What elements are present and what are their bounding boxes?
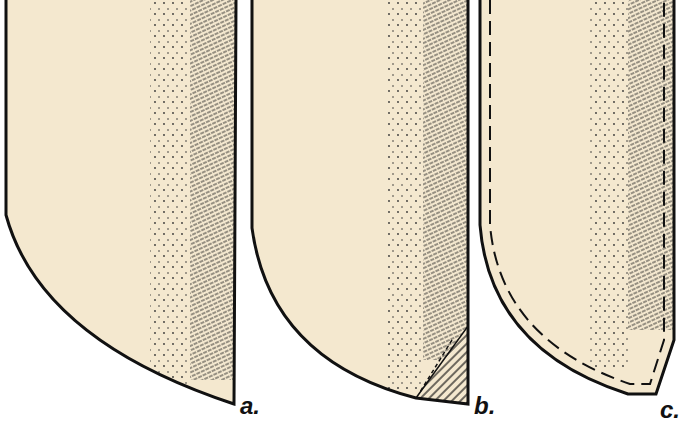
figure-letter: c. [660, 398, 680, 422]
figure-letter: a. [240, 394, 260, 418]
figure-letter: b. [474, 394, 495, 418]
